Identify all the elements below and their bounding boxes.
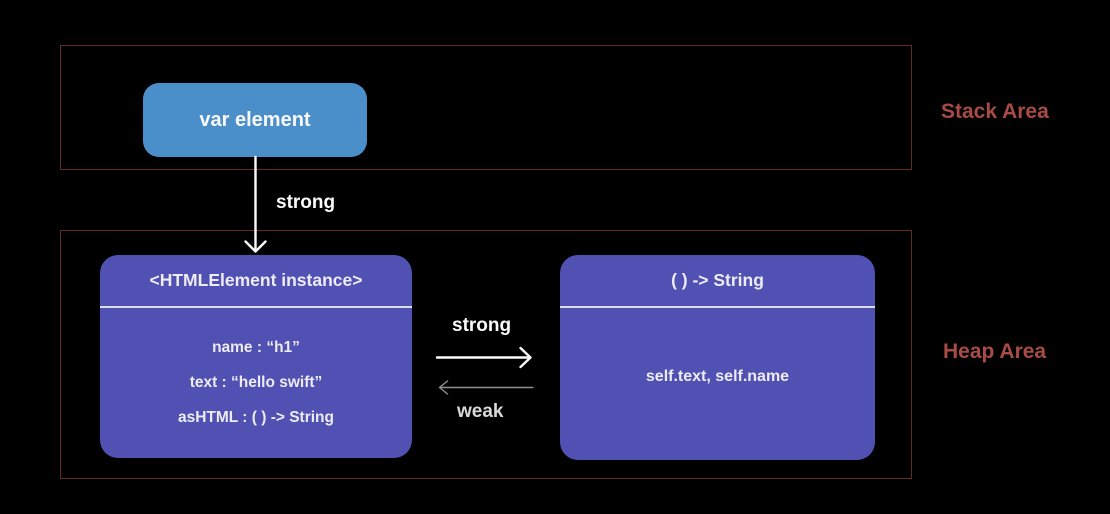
- instance-field-name: name : “h1”: [212, 339, 300, 356]
- weak-left-label: weak: [457, 401, 504, 422]
- closure-captures-text: self.text, self.name: [645, 368, 790, 385]
- instance-field-ashtml: asHTML : ( ) -> String: [177, 409, 334, 426]
- closure-node: ( ) -> String self.text, self.name: [560, 255, 875, 460]
- stack-area-label: Stack Area: [941, 100, 1049, 123]
- heap-area-frame: [60, 230, 912, 479]
- strong-right-label: strong: [452, 315, 512, 336]
- closure-node-body: self.text, self.name: [560, 308, 875, 460]
- instance-field-text: text : “hello swift”: [189, 374, 323, 391]
- stack-area-frame: [60, 45, 912, 170]
- htmlelement-instance-node: <HTMLElement instance> name : “h1” text …: [100, 255, 412, 458]
- instance-node-title: <HTMLElement instance>: [100, 255, 412, 308]
- closure-node-title: ( ) -> String: [560, 255, 875, 308]
- var-element-label: var element: [199, 108, 311, 131]
- var-element-node: var element: [143, 83, 367, 157]
- instance-node-body: name : “h1” text : “hello swift” asHTML …: [100, 308, 412, 458]
- heap-area-label: Heap Area: [943, 340, 1047, 363]
- strong-down-label: strong: [276, 192, 336, 213]
